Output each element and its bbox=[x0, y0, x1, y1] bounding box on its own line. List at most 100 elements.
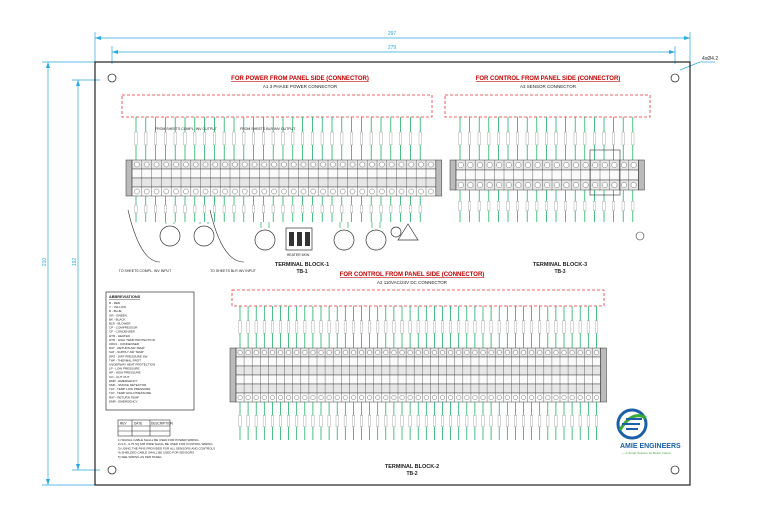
wire-label-tag bbox=[546, 320, 550, 334]
terminal-screw bbox=[577, 395, 583, 400]
terminal-screw bbox=[359, 395, 365, 400]
wire-label-tag bbox=[183, 131, 187, 146]
terminal-screw bbox=[318, 350, 324, 355]
terminal-screw bbox=[245, 395, 251, 400]
legend-line: GR - GREEN bbox=[109, 313, 127, 317]
terminal-screw bbox=[488, 395, 494, 400]
wire-label-tag bbox=[477, 131, 481, 146]
legend-line: CDR1 - CONDENSER bbox=[109, 342, 140, 346]
legend-line: THP - THERMAL PROT bbox=[109, 358, 141, 362]
wire-label-tag bbox=[368, 415, 371, 427]
ground-warning-icon bbox=[397, 223, 419, 241]
terminal-screw bbox=[621, 162, 627, 168]
legend-line: SMK - SMOKE DETECTOR bbox=[109, 383, 147, 387]
terminal-screw bbox=[388, 188, 395, 195]
terminal-screw bbox=[232, 188, 238, 195]
wire-label-tag bbox=[295, 320, 299, 334]
wire-label-tag bbox=[399, 204, 402, 214]
terminal-screw bbox=[342, 350, 348, 355]
wire-label-tag bbox=[360, 131, 363, 146]
wire-label-tag bbox=[514, 415, 517, 427]
terminal-screw bbox=[232, 161, 238, 168]
wire-label-tag bbox=[409, 131, 412, 146]
wire-label-tag bbox=[384, 415, 388, 427]
wire-label-tag bbox=[487, 201, 491, 211]
board-outline bbox=[94, 61, 691, 486]
terminal-screw bbox=[143, 161, 150, 168]
terminal-screw bbox=[261, 395, 267, 400]
wire-label-tag bbox=[238, 320, 242, 334]
terminal-screw bbox=[369, 188, 375, 195]
terminal-screw bbox=[431, 350, 437, 355]
wire-label-tag bbox=[545, 131, 548, 146]
wire-label-tag bbox=[424, 320, 428, 334]
terminal-screw bbox=[440, 395, 446, 400]
terminal-screw bbox=[585, 395, 591, 400]
terminal-screw bbox=[561, 395, 567, 400]
terminal-screw bbox=[326, 350, 332, 355]
wire-label-tag bbox=[530, 320, 533, 334]
terminal-screw bbox=[553, 395, 559, 400]
wire-label-tag bbox=[586, 415, 590, 427]
terminal-screw bbox=[359, 188, 366, 195]
wire-label-tag bbox=[602, 131, 606, 146]
wire-label-tag bbox=[392, 320, 396, 334]
wire-label-tag bbox=[295, 415, 299, 427]
terminal-screw bbox=[544, 162, 551, 168]
terminal-screw bbox=[521, 395, 527, 400]
wire-label-tag bbox=[287, 415, 290, 427]
terminal-screw bbox=[512, 395, 518, 400]
wire-label-tag bbox=[352, 415, 355, 427]
wire-label-tag bbox=[246, 415, 250, 427]
terminal-screw bbox=[440, 350, 446, 355]
terminal-screw bbox=[456, 395, 462, 400]
terminal-screw bbox=[496, 395, 502, 400]
wire-label-tag bbox=[593, 131, 596, 146]
terminal-screw bbox=[391, 395, 397, 400]
wire-label-tag bbox=[473, 320, 477, 334]
heater-label: HEATER 6KW bbox=[287, 253, 310, 257]
wire-label-tag bbox=[246, 320, 250, 334]
terminal-screw bbox=[415, 350, 421, 355]
wire-label-tag bbox=[222, 131, 226, 146]
wire-label-tag bbox=[516, 131, 519, 146]
wire-label-tag bbox=[368, 320, 371, 334]
terminal-screw bbox=[496, 350, 502, 355]
wire-label-tag bbox=[311, 415, 315, 427]
wire-label-tag bbox=[400, 320, 404, 334]
terminal-screw bbox=[553, 350, 559, 355]
note-line: 2) 0.5 - 0.75 SQ MM WIRE SHALL BE USED F… bbox=[118, 442, 213, 446]
wire-label-tag bbox=[291, 204, 295, 214]
wire-label-tag bbox=[554, 131, 558, 146]
wire-label-tag bbox=[586, 320, 590, 334]
wire-label-tag bbox=[232, 131, 236, 146]
terminal-screw bbox=[398, 161, 405, 168]
terminal-screw bbox=[505, 182, 512, 188]
wire-label-tag bbox=[281, 131, 285, 146]
terminal-screw bbox=[163, 161, 170, 168]
terminal-screw bbox=[415, 395, 421, 400]
terminal-screw bbox=[281, 161, 287, 168]
terminal-screw bbox=[290, 188, 297, 195]
wire-label-tag bbox=[335, 320, 339, 334]
legend-line: CP - COMPRESSOR bbox=[109, 326, 138, 330]
heater-element bbox=[305, 232, 310, 246]
terminal-row bbox=[131, 177, 437, 188]
terminal-screw bbox=[582, 162, 589, 168]
terminal-block-2 bbox=[229, 306, 607, 440]
motor-icon bbox=[159, 225, 181, 247]
terminal-screw bbox=[269, 395, 275, 400]
wire-label-tag bbox=[254, 320, 258, 334]
wire-label-tag bbox=[164, 131, 167, 146]
motor-icon bbox=[254, 229, 276, 251]
wire-label-tag bbox=[465, 415, 469, 427]
terminal-screw bbox=[261, 350, 267, 355]
revision-header-rev: REV bbox=[120, 422, 127, 426]
wire-label-tag bbox=[506, 201, 510, 211]
power-to-blr: TO SHEETS BLR INV INPUT bbox=[210, 269, 257, 273]
terminal-screw bbox=[269, 350, 275, 355]
terminal-screw bbox=[601, 162, 608, 168]
wire-label-tag bbox=[303, 320, 307, 334]
legend-line: HP - HIGH PRESSURE bbox=[109, 371, 141, 375]
